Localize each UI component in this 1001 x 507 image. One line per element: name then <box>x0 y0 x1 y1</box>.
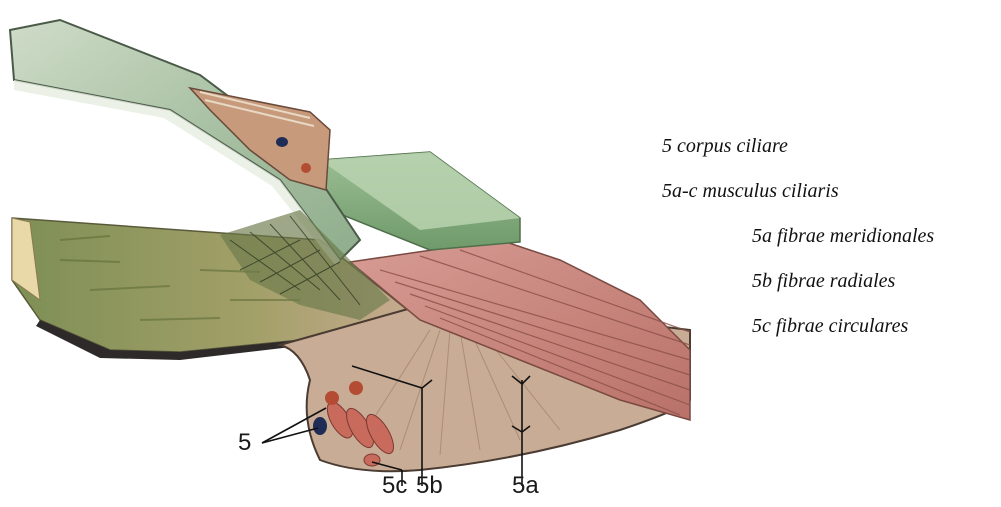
red-vessel-lower-1 <box>325 391 339 405</box>
red-vessel-upper <box>301 163 311 173</box>
blue-vessel-lower <box>313 417 327 435</box>
legend-corpus-ciliare: 5 corpus ciliare <box>662 136 788 156</box>
legend-fibrae-meridionales: 5a fibrae meridionales <box>752 226 934 246</box>
red-vessel-lower-2 <box>349 381 363 395</box>
legend-fibrae-radiales: 5b fibrae radiales <box>752 271 895 291</box>
callout-5: 5 <box>238 431 251 455</box>
blue-vessel-upper <box>276 137 288 147</box>
callout-5c: 5c <box>382 474 407 498</box>
legend-fibrae-circulares: 5c fibrae circulares <box>752 316 908 336</box>
legend-musculus-ciliaris: 5a-c musculus ciliaris <box>662 181 839 201</box>
callout-5b: 5b <box>416 474 443 498</box>
callout-5a: 5a <box>512 474 539 498</box>
